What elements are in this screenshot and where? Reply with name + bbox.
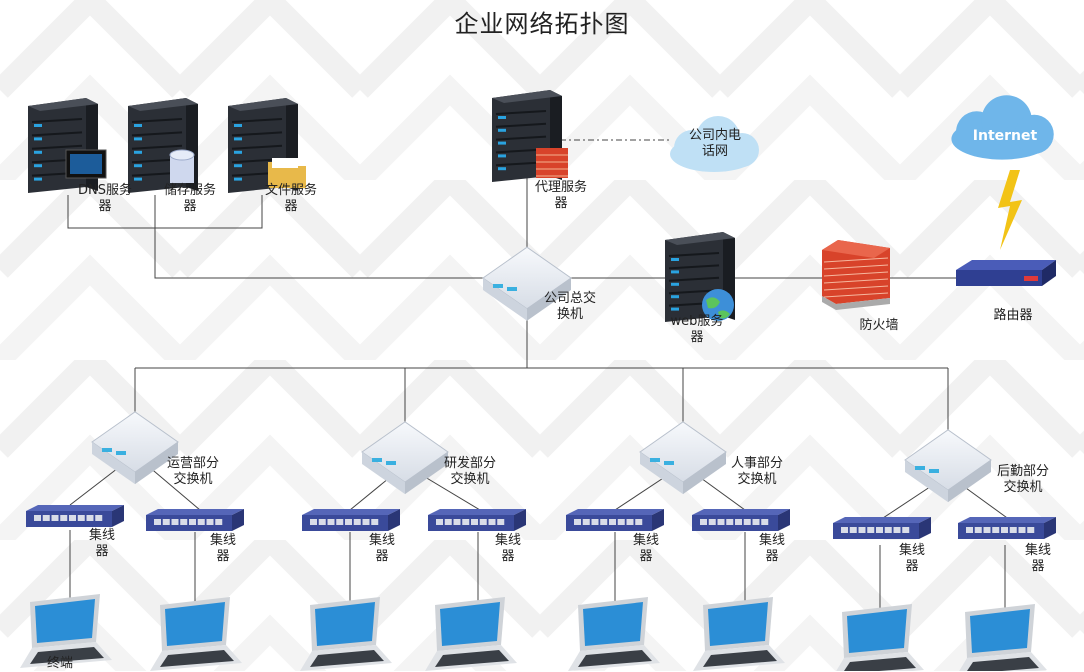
firewall-label: 防火墙 [859, 318, 899, 333]
proxy-server-label: 代理服务器 [534, 180, 587, 211]
laptop-icon [150, 597, 242, 671]
dns-server-icon [28, 98, 98, 193]
laptop-label: 终端 [46, 656, 73, 671]
hub-icon [692, 509, 790, 531]
hub-label: 集线器 [494, 533, 521, 564]
folder-icon [268, 158, 306, 188]
internet-label: Internet [972, 128, 1038, 144]
laptop-icon [693, 597, 785, 671]
dept-switch-label-2: 研发部分交换机 [443, 456, 496, 487]
firewall-icon [822, 240, 890, 310]
dept-switch-label-4: 后勤部分交换机 [996, 464, 1049, 495]
dept-switch-icon [361, 421, 449, 495]
file-server-label: 文件服务器 [264, 183, 317, 214]
hub-label: 集线器 [758, 533, 785, 564]
hub-label: 集线器 [88, 528, 115, 559]
hub-label: 集线器 [898, 543, 925, 574]
phone-network-cloud-icon [670, 116, 759, 172]
hub-icon [566, 509, 664, 531]
hub-label: 集线器 [368, 533, 395, 564]
laptop-icon [425, 597, 517, 671]
laptop-icon [568, 597, 660, 671]
laptop-icon [300, 597, 392, 671]
internet-cloud-icon [951, 95, 1054, 160]
hub-icon [428, 509, 526, 531]
hub-icon [833, 517, 931, 539]
hub-icon [958, 517, 1056, 539]
core-switch-label: 公司总交换机 [543, 291, 596, 322]
hub-icon [26, 505, 124, 527]
laptop-icon [20, 594, 112, 668]
hub-label: 集线器 [209, 533, 236, 564]
router-icon [956, 260, 1056, 286]
core-switch-icon [482, 246, 572, 321]
page-title: 企业网络拓扑图 [454, 10, 630, 38]
dept-switch-label-3: 人事部分交换机 [730, 456, 783, 487]
hub-label: 集线器 [632, 533, 659, 564]
database-icon [169, 149, 195, 183]
hub-label: 集线器 [1024, 543, 1051, 574]
web-server-label: web服务器 [670, 314, 724, 345]
storage-server-label: 储存服务器 [163, 183, 216, 214]
dept-switch-icon [639, 421, 727, 495]
laptop-icon [836, 604, 924, 671]
phone-network-label: 公司内电话网 [688, 128, 741, 159]
hub-icon [146, 509, 244, 531]
lightning-bolt [998, 170, 1022, 250]
monitor-icon [65, 149, 107, 179]
dept-switch-icon [91, 411, 179, 485]
hub-icon [302, 509, 400, 531]
laptop-icon [959, 604, 1047, 671]
firewall-small-icon [536, 148, 568, 178]
dept-switch-icon [904, 429, 992, 503]
globe-icon [702, 289, 734, 321]
dept-switch-label-1: 运营部分交换机 [166, 456, 219, 487]
router-label: 路由器 [993, 308, 1033, 323]
dns-server-label: DNS服务器 [78, 183, 132, 214]
